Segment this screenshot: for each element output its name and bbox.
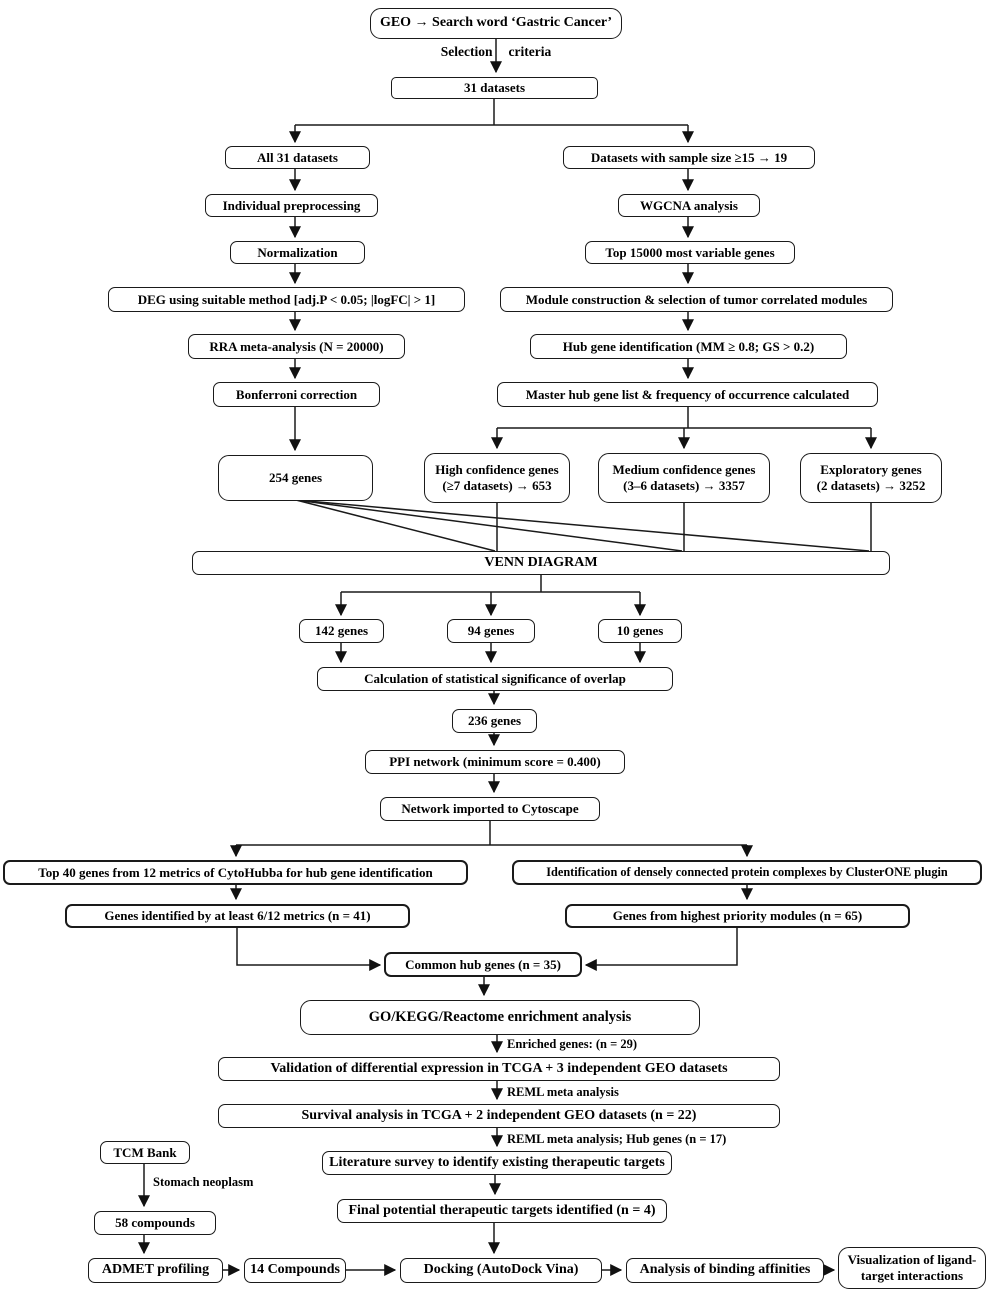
node-survival-analysis: Survival analysis in TCGA + 2 independen…: [218, 1104, 780, 1128]
node-docking-autodock-vina: Docking (AutoDock Vina): [400, 1258, 602, 1283]
node-rra-meta-analysis: RRA meta-analysis (N = 20000): [188, 334, 405, 359]
node-final-therapeutic-targets: Final potential therapeutic targets iden…: [337, 1199, 667, 1223]
edge-label-enriched-genes: Enriched genes: (n = 29): [507, 1037, 638, 1051]
edge-label-reml-meta: REML meta analysis: [507, 1085, 619, 1099]
node-validation-differential-expression: Validation of differential expression in…: [218, 1057, 780, 1081]
node-geo-search: GEO → Search word ‘Gastric Cancer’: [370, 8, 622, 39]
node-bonferroni-correction: Bonferroni correction: [213, 382, 380, 407]
node-hub-gene-identification: Hub gene identification (MM ≥ 0.8; GS > …: [530, 334, 847, 359]
node-clusterone-complexes: Identification of densely connected prot…: [512, 860, 982, 885]
node-statistical-significance-overlap: Calculation of statistical significance …: [317, 667, 673, 691]
node-module-construction: Module construction & selection of tumor…: [500, 287, 893, 312]
node-10-genes: 10 genes: [598, 619, 682, 643]
node-58-compounds: 58 compounds: [94, 1211, 216, 1235]
node-top-15000-variable-genes: Top 15000 most variable genes: [585, 241, 795, 264]
node-normalization: Normalization: [230, 241, 365, 264]
node-all-31-datasets: All 31 datasets: [225, 146, 370, 169]
node-14-compounds: 14 Compounds: [244, 1258, 346, 1283]
node-individual-preprocessing: Individual preprocessing: [205, 194, 378, 217]
edge-label-stomach-neoplasm: Stomach neoplasm: [153, 1175, 254, 1189]
edge-label-criteria: criteria: [508, 44, 552, 59]
node-venn-diagram: VENN DIAGRAM: [192, 551, 890, 575]
node-cytohubba-top40: Top 40 genes from 12 metrics of CytoHubb…: [3, 860, 468, 885]
node-datasets-sample-size: Datasets with sample size ≥15 → 19: [563, 146, 815, 169]
node-common-hub-genes: Common hub genes (n = 35): [384, 952, 582, 977]
node-visualization-ligand-target: Visualization of ligand- target interact…: [838, 1247, 986, 1289]
node-exploratory-genes: Exploratory genes (2 datasets) → 3252: [800, 453, 942, 503]
node-ppi-network: PPI network (minimum score = 0.400): [365, 750, 625, 774]
edge-label-selection-criteria: Selection criteria: [370, 44, 622, 60]
node-wgcna-analysis: WGCNA analysis: [618, 194, 760, 217]
node-go-kegg-reactome: GO/KEGG/Reactome enrichment analysis: [300, 1000, 700, 1035]
node-deg-method: DEG using suitable method [adj.P < 0.05;…: [108, 287, 465, 312]
edge-label-selection: Selection: [440, 44, 493, 59]
node-142-genes: 142 genes: [299, 619, 384, 643]
node-genes-6-12-metrics: Genes identified by at least 6/12 metric…: [65, 904, 410, 928]
node-master-hub-gene-list: Master hub gene list & frequency of occu…: [497, 382, 878, 407]
node-94-genes: 94 genes: [447, 619, 535, 643]
node-236-genes: 236 genes: [452, 709, 537, 733]
node-highest-priority-modules: Genes from highest priority modules (n =…: [565, 904, 910, 928]
node-admet-profiling: ADMET profiling: [88, 1258, 223, 1283]
node-binding-affinities: Analysis of binding affinities: [626, 1258, 824, 1283]
node-high-confidence-genes: High confidence genes (≥7 datasets) → 65…: [424, 453, 570, 503]
node-literature-survey: Literature survey to identify existing t…: [322, 1151, 672, 1175]
edge-label-reml-hub-genes: REML meta analysis; Hub genes (n = 17): [507, 1132, 727, 1146]
node-network-cytoscape: Network imported to Cytoscape: [380, 797, 600, 821]
node-254-genes: 254 genes: [218, 455, 373, 501]
node-medium-confidence-genes: Medium confidence genes (3–6 datasets) →…: [598, 453, 770, 503]
node-tcm-bank: TCM Bank: [100, 1141, 190, 1164]
node-31-datasets: 31 datasets: [391, 77, 598, 99]
